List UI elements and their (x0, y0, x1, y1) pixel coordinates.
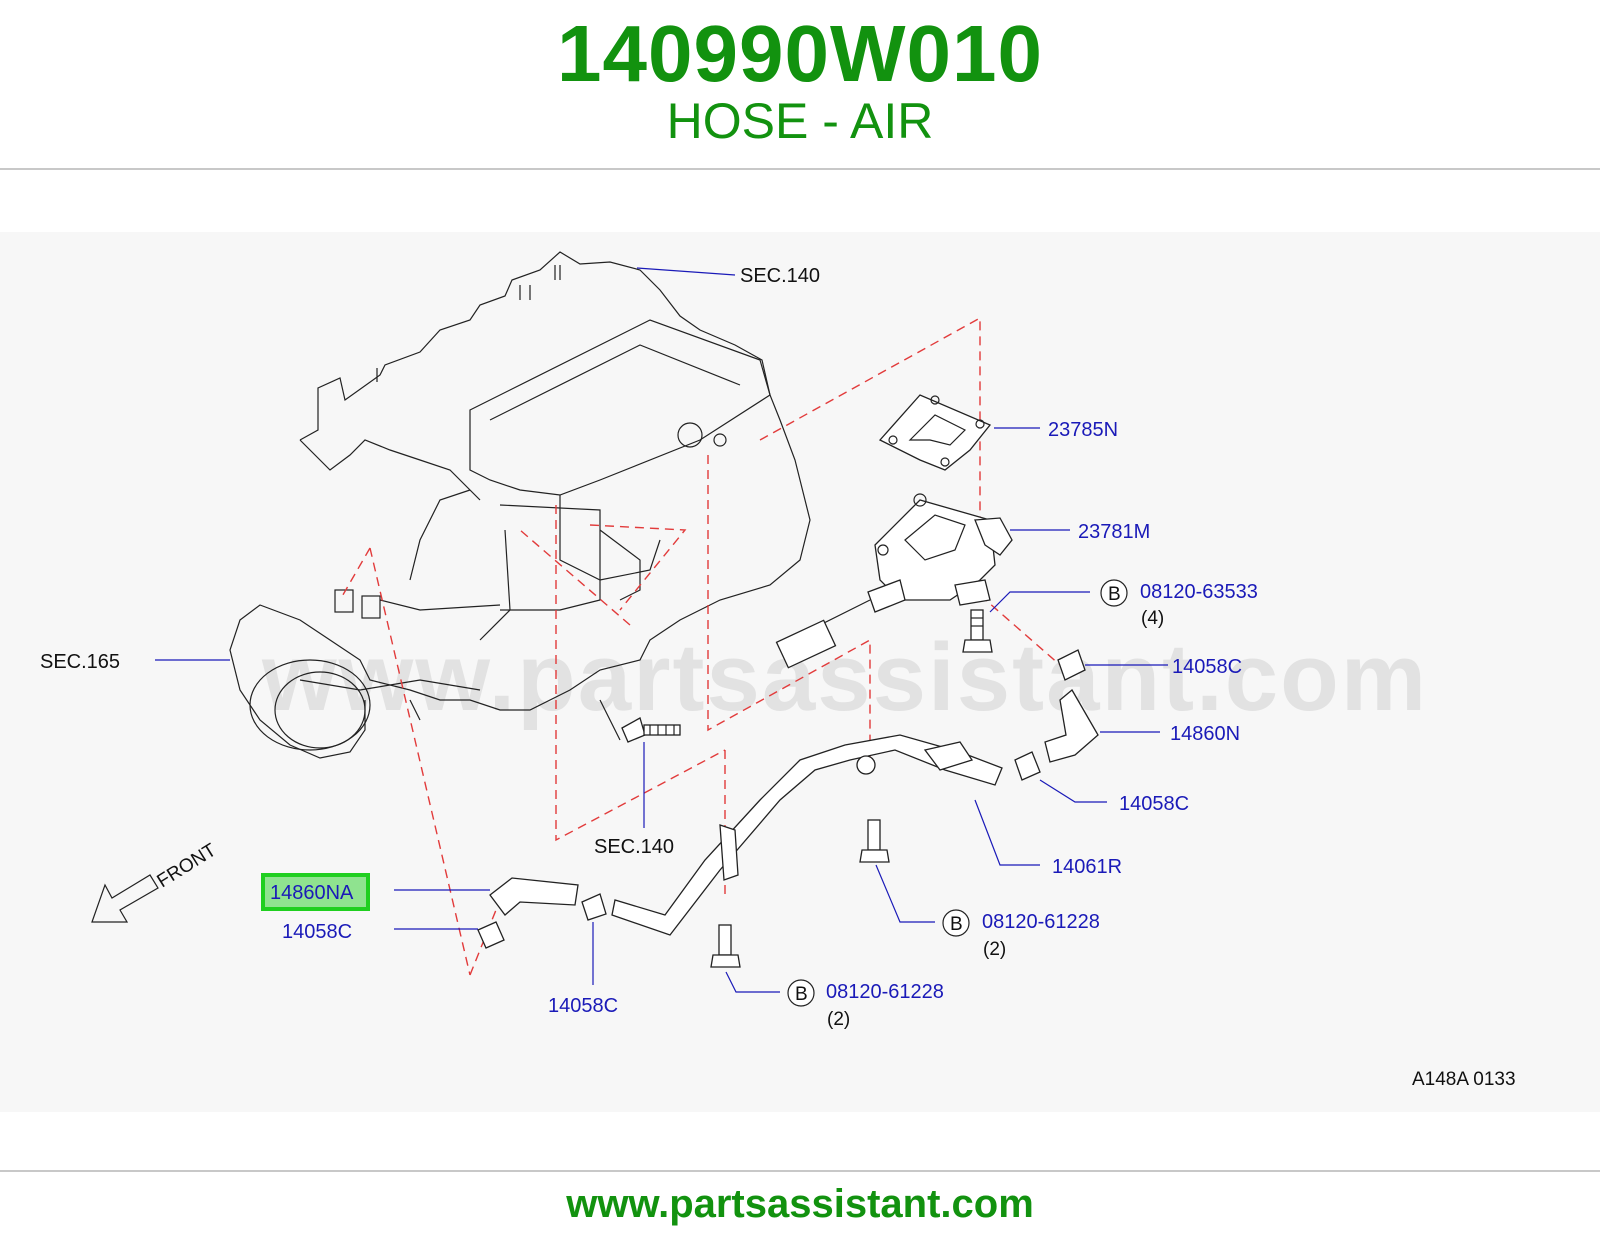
engine-illustration (155, 251, 811, 759)
part-name-subtitle: HOSE - AIR (666, 93, 934, 149)
stud-sec140 (621, 717, 681, 743)
svg-text:B: B (950, 914, 963, 935)
bolt-marker-3: B (787, 979, 815, 1007)
label-sec140-top: SEC.140 (740, 265, 820, 287)
label-qty-08120-61228-right: (2) (983, 939, 1006, 960)
highlighted-part-14860NA[interactable]: 14860NA (261, 873, 370, 911)
clamp-14058C-upper (1057, 649, 1086, 681)
label-part-08120-61228-right[interactable]: 08120-61228 (982, 911, 1100, 933)
footer-website-link[interactable]: www.partsassistant.com (566, 1182, 1034, 1226)
footer-divider (0, 1170, 1600, 1172)
diagram-code: A148A 0133 (1412, 1069, 1516, 1090)
label-front: FRONT (154, 840, 221, 893)
bolt-08120-61228-right (859, 819, 890, 863)
pipe-14061R (611, 734, 1003, 936)
label-qty-08120-61228-left: (2) (827, 1009, 850, 1030)
valve-23781M (775, 493, 1013, 669)
clamp-14058C-middle (1014, 751, 1041, 781)
svg-text:B: B (1108, 584, 1121, 605)
gasket-23785N (878, 394, 992, 471)
hose-14860N (1044, 689, 1099, 763)
label-part-08120-63533[interactable]: 08120-63533 (1140, 581, 1258, 603)
label-part-08120-61228-left[interactable]: 08120-61228 (826, 981, 944, 1003)
label-part-23785N[interactable]: 23785N (1048, 419, 1118, 441)
label-part-14061R[interactable]: 14061R (1052, 856, 1122, 878)
part-number-title: 140990W010 (557, 9, 1043, 98)
leader-sec140-top (636, 267, 736, 276)
label-sec165: SEC.165 (40, 651, 120, 673)
hose-14860NA (489, 877, 579, 916)
bolt-marker-1: B (1100, 579, 1128, 607)
label-part-14058C-bottom[interactable]: 14058C (548, 995, 618, 1017)
header: 140990W010 HOSE - AIR (0, 0, 1600, 170)
bolt-08120-63533 (962, 609, 993, 653)
label-sec140-bottom: SEC.140 (594, 836, 674, 858)
parts-diagram-panel: www.partsassistant.com (0, 232, 1600, 1112)
label-qty-08120-63533: (4) (1141, 608, 1164, 629)
bolt-08120-61228-left (710, 924, 741, 968)
svg-text:B: B (795, 984, 808, 1005)
label-part-14860NA[interactable]: 14860NA (270, 882, 354, 904)
label-part-14058C-middle[interactable]: 14058C (1119, 793, 1189, 815)
leader-lines (394, 427, 1168, 993)
label-part-14058C-left[interactable]: 14058C (282, 921, 352, 943)
label-part-14860N[interactable]: 14860N (1170, 723, 1240, 745)
bolt-marker-2: B (942, 909, 970, 937)
clamp-14058C-left (477, 921, 505, 949)
clamp-14058C-bottom (581, 893, 607, 921)
watermark-text: www.partsassistant.com (261, 624, 1428, 731)
label-part-23781M[interactable]: 23781M (1078, 521, 1150, 543)
label-part-14058C-upper[interactable]: 14058C (1172, 656, 1242, 678)
header-divider (0, 168, 1600, 170)
front-arrow (91, 874, 159, 923)
parts-diagram: www.partsassistant.com (40, 251, 1516, 1090)
